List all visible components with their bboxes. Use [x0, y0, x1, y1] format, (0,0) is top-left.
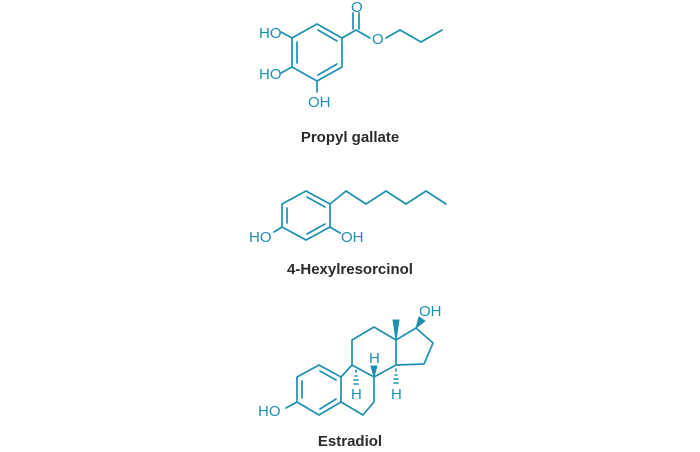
- propyl-gallate-ester-o: O: [372, 31, 384, 48]
- hexylresorcinol-name: 4-Hexylresorcinol: [287, 261, 413, 278]
- propyl-gallate-ho-middle: HO: [259, 66, 282, 83]
- propyl-gallate-oh-bottom: OH: [308, 94, 331, 111]
- propyl-gallate-ho-top: HO: [259, 25, 282, 42]
- hexylresorcinol-ho-left: HO: [249, 229, 272, 246]
- estradiol-oh-17: OH: [419, 303, 442, 320]
- estradiol-h-9: H: [351, 386, 362, 403]
- estradiol-name: Estradiol: [318, 433, 382, 450]
- estradiol-structure: OH H H H HO: [258, 303, 442, 420]
- propyl-gallate-name: Propyl gallate: [301, 129, 399, 146]
- propyl-gallate-carbonyl-o: O: [351, 0, 363, 16]
- hexylresorcinol-structure: HO OH: [249, 190, 447, 246]
- estradiol-h-14: H: [391, 386, 402, 403]
- estradiol-h-8: H: [369, 350, 380, 367]
- propyl-gallate-structure: HO HO OH O O: [259, 0, 443, 111]
- estradiol-ho-3: HO: [258, 403, 281, 420]
- hexylresorcinol-oh-right: OH: [341, 229, 364, 246]
